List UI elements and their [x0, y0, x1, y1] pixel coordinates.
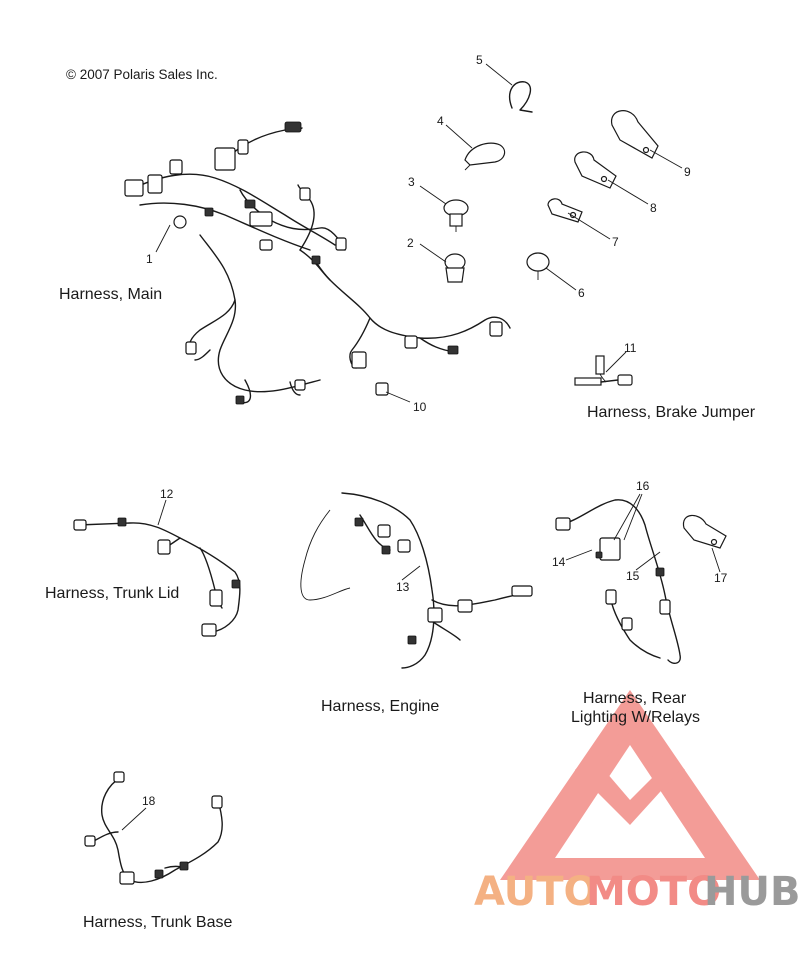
callout-7: 7: [612, 235, 619, 249]
rear-lighting-harness-drawing: [555, 499, 727, 664]
watermark-hub: HUB: [704, 869, 800, 915]
trunk-lid-harness-drawing: [73, 517, 241, 637]
label-harness-engine: Harness, Engine: [321, 698, 439, 715]
callout-4: 4: [437, 114, 444, 128]
part-4-clamp-icon: [464, 142, 506, 171]
trunk-base-harness-drawing: [84, 771, 223, 885]
label-harness-rear-line1: Harness, Rear: [583, 690, 687, 707]
callout-11: 11: [624, 341, 637, 355]
callout-18: 18: [142, 794, 156, 808]
part-6-clip-icon: [526, 252, 550, 280]
callout-16: 16: [636, 479, 650, 493]
watermark-text: AUTO MOTO HUB: [474, 869, 800, 915]
label-harness-main: Harness, Main: [59, 286, 162, 303]
callout-1: 1: [146, 252, 153, 266]
engine-harness-drawing: [300, 492, 533, 669]
main-harness-drawing: [124, 121, 511, 405]
part-9-clamp-icon: [611, 110, 659, 159]
part-3-clip-icon: [443, 199, 469, 232]
callout-3: 3: [408, 175, 415, 189]
callout-15: 15: [626, 569, 640, 583]
watermark-auto: AUTO: [474, 869, 598, 915]
callout-17: 17: [714, 571, 728, 585]
callout-8: 8: [650, 201, 657, 215]
callout-12: 12: [160, 487, 174, 501]
callout-9: 9: [684, 165, 691, 179]
label-harness-trunk-lid: Harness, Trunk Lid: [45, 585, 179, 602]
watermark-moto: MOTO: [586, 869, 721, 915]
callout-6: 6: [578, 286, 585, 300]
watermark-logo-icon: [500, 690, 760, 880]
part-2-clip-icon: [444, 253, 466, 283]
callout-5: 5: [476, 53, 483, 67]
callout-2: 2: [407, 236, 414, 250]
callout-13: 13: [396, 580, 410, 594]
label-harness-brake-jumper: Harness, Brake Jumper: [587, 404, 756, 421]
part-8-clamp-icon: [574, 151, 617, 189]
label-harness-rear-line2: Lighting W/Relays: [571, 709, 700, 726]
brake-jumper-drawing: [574, 355, 633, 386]
callout-10: 10: [413, 400, 427, 414]
part-5-tie-icon: [508, 81, 533, 113]
callout-14: 14: [552, 555, 566, 569]
label-harness-trunk-base: Harness, Trunk Base: [83, 914, 233, 931]
copyright-text: © 2007 Polaris Sales Inc.: [66, 67, 218, 82]
callout-leaders: [121, 63, 721, 831]
